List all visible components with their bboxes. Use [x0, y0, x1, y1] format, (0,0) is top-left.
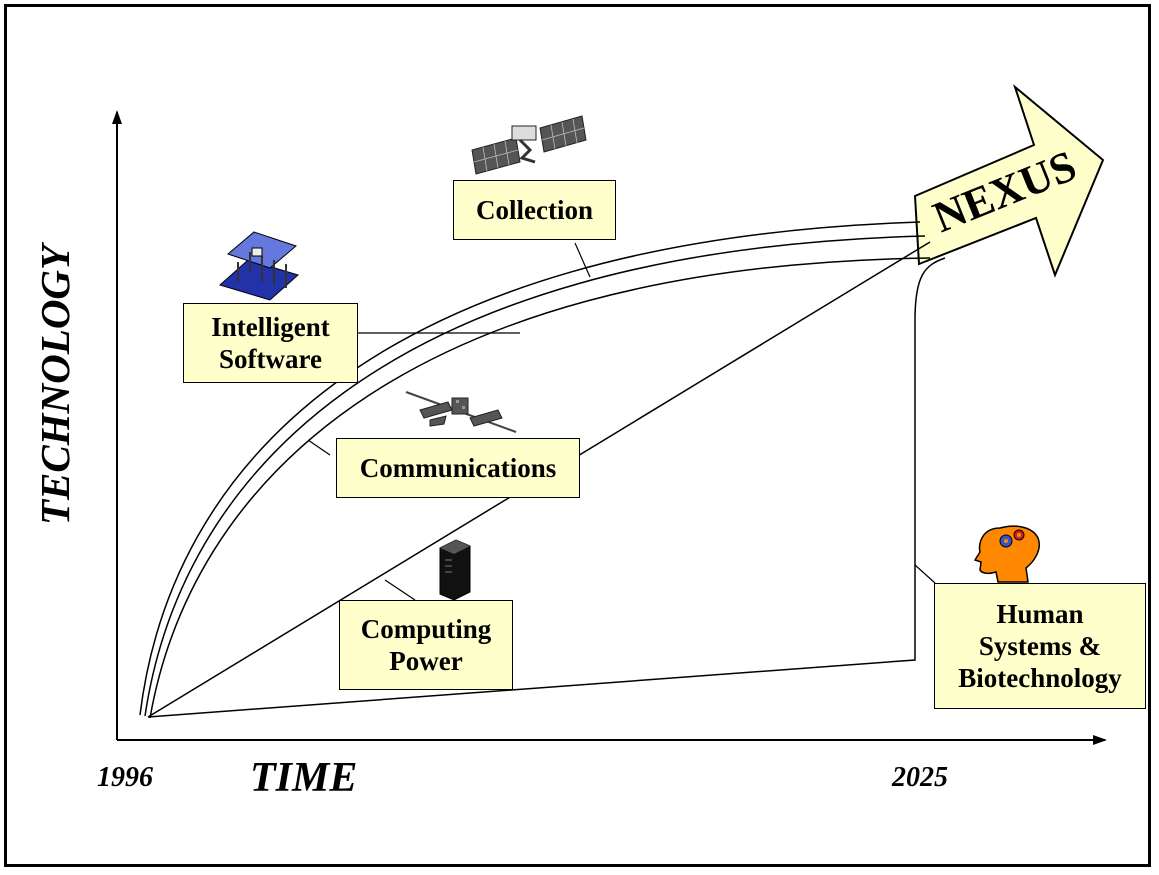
- intelligent-software-label: Intelligent Software: [183, 303, 358, 383]
- human-systems-line3: Biotechnology: [958, 663, 1122, 693]
- computer-tower-icon: [439, 539, 471, 601]
- intelligent-software-line1: Intelligent: [211, 312, 330, 342]
- collection-curve-middle: [144, 235, 926, 717]
- head-with-gears-icon: [973, 525, 1040, 583]
- human-leader: [914, 564, 936, 584]
- computing-power-line2: Power: [389, 646, 463, 676]
- intelligent-software-curve: [149, 257, 931, 719]
- communications-label: Communications: [336, 438, 580, 498]
- human-systems-line1: Human: [996, 599, 1084, 629]
- microchip-icon: [219, 231, 299, 301]
- y-axis-label: TECHNOLOGY: [32, 244, 78, 526]
- trend-curves: [139, 221, 946, 719]
- leader-lines: [307, 242, 936, 601]
- collection-label-text: Collection: [476, 195, 593, 225]
- collection-curve-outer: [139, 221, 921, 716]
- x-axis-end-year: 2025: [892, 762, 948, 793]
- collection-leader: [574, 242, 591, 278]
- x-axis-start-year: 1996: [97, 762, 153, 793]
- x-axis-label: TIME: [250, 755, 358, 801]
- satellite-icon: [471, 115, 587, 175]
- nexus-arrow: NEXUS: [913, 84, 1105, 278]
- computing-power-line1: Computing: [360, 614, 492, 644]
- intelligent-software-line2: Software: [219, 344, 322, 374]
- human-systems-label: Human Systems & Biotechnology: [934, 583, 1146, 709]
- space-station-icon: [405, 391, 517, 433]
- human-systems-curve: [147, 257, 946, 718]
- communications-leader: [307, 439, 331, 456]
- computing-leader: [384, 579, 416, 601]
- communications-label-text: Communications: [359, 453, 557, 483]
- collection-label: Collection: [453, 180, 616, 240]
- human-systems-line2: Systems &: [978, 631, 1102, 661]
- computing-power-label: Computing Power: [339, 600, 513, 690]
- diagram-frame: [4, 4, 1151, 867]
